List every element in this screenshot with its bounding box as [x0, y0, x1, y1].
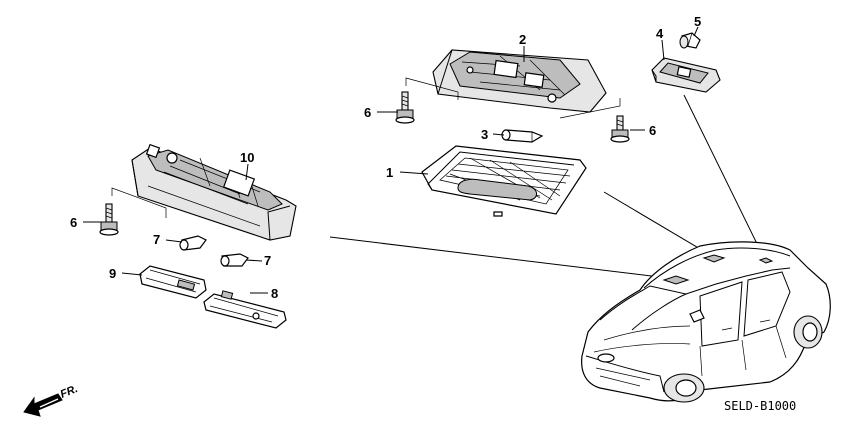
screw-upper-left	[395, 91, 415, 124]
connector-line-rear-light	[683, 94, 765, 259]
lens-cover-8	[203, 290, 287, 329]
front-label: FR.	[59, 383, 80, 401]
car-light-marker-rear	[758, 257, 774, 264]
bulb-3	[501, 129, 544, 143]
rear-light-housing	[651, 57, 721, 93]
leader-9	[121, 272, 143, 276]
front-direction-arrow: FR.	[23, 383, 80, 417]
leader-7b	[245, 259, 263, 262]
callout-10: 10	[240, 150, 254, 165]
car-light-marker-center	[702, 254, 726, 263]
callout-4: 4	[656, 26, 664, 41]
leader-1	[399, 171, 429, 175]
callout-9: 9	[109, 266, 116, 281]
bulb-7-upper	[179, 235, 207, 251]
callout-3: 3	[481, 127, 488, 142]
leader-10	[245, 163, 249, 181]
connector-line-center-light	[603, 191, 713, 257]
lens-cover-9	[139, 265, 207, 299]
bulb-5	[679, 32, 701, 49]
leader-3	[492, 133, 505, 136]
roof-console-housing	[432, 49, 607, 113]
callout-7b: 7	[264, 253, 271, 268]
callout-6a: 6	[364, 105, 371, 120]
callout-8: 8	[271, 286, 278, 301]
map-light-lens	[421, 145, 587, 217]
connector-line-front-light	[329, 236, 669, 279]
callout-6b: 6	[649, 123, 656, 138]
callout-5: 5	[694, 14, 701, 29]
leader-7a	[165, 239, 183, 243]
bracket-line-lower	[111, 187, 167, 218]
callout-7a: 7	[153, 232, 160, 247]
bulb-7-lower	[220, 253, 249, 267]
callout-1: 1	[386, 165, 393, 180]
screw-lower-left	[99, 203, 119, 236]
car-light-marker-front	[662, 275, 690, 285]
leader-4	[661, 39, 665, 61]
callout-6c: 6	[70, 215, 77, 230]
screw-upper-right	[610, 115, 630, 143]
diagram-code: SELD-B1000	[724, 399, 796, 413]
car-illustration	[581, 241, 831, 403]
leader-5	[693, 26, 699, 37]
front-console-housing	[131, 143, 297, 241]
bracket-line-left	[405, 77, 459, 100]
bracket-line-right	[559, 98, 621, 119]
callout-2: 2	[519, 32, 526, 47]
